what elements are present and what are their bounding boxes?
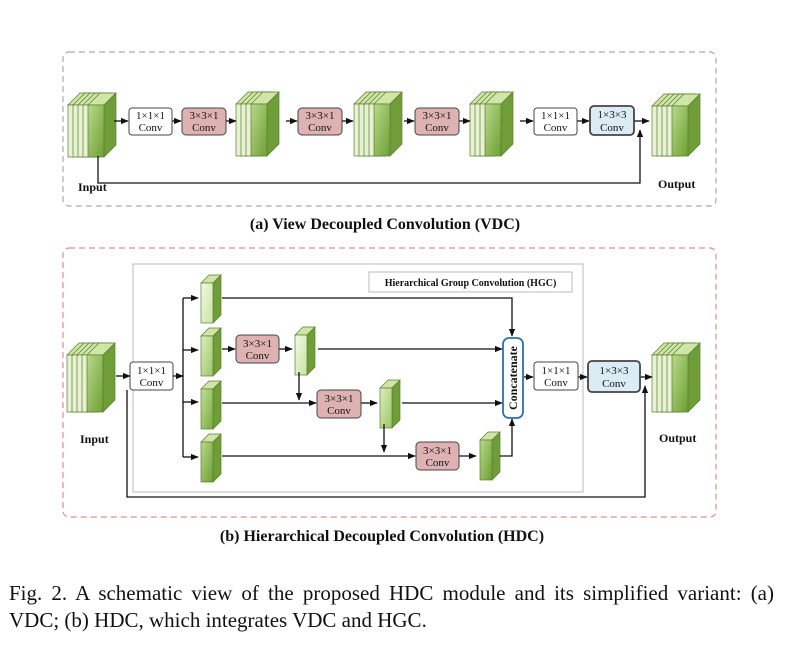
feature-map-stack (651, 93, 701, 157)
figure-caption: Fig. 2. A schematic view of the proposed… (9, 581, 774, 632)
op-kernel-label: 1×1×1 (542, 365, 571, 377)
op-type-label: Conv (192, 122, 216, 134)
panel-a-frame (62, 51, 717, 207)
op-type-label: Conv (246, 350, 270, 362)
panel-a-conv-1x1x1-b: 1×1×1 Conv (533, 107, 578, 136)
panel-a-conv-3x3x1-b: 3×3×1 Conv (297, 107, 343, 136)
op-kernel-label: 1×1×1 (541, 110, 570, 122)
feature-map-split (200, 327, 222, 377)
feature-map-stack (469, 91, 514, 157)
feature-map-output (479, 431, 501, 481)
panel-b-title: (b) Hierarchical Decoupled Convolution (… (220, 528, 544, 545)
panel-b-frame (62, 247, 717, 518)
feature-map-split (200, 380, 222, 430)
panel-b-input-label: Input (80, 432, 109, 446)
op-kernel-label: 1×3×3 (600, 365, 629, 377)
feature-map-output (379, 379, 401, 429)
panel-b-arrows (116, 294, 653, 498)
op-type-label: Conv (600, 122, 624, 134)
op-type-label: Conv (327, 405, 351, 417)
op-kernel-label: 3×3×1 (243, 338, 272, 350)
concatenate-block: Concatenate (502, 337, 524, 419)
feature-map-output (294, 326, 316, 376)
panel-b-conv-3x3x1-b: 3×3×1 Conv (316, 389, 362, 419)
op-kernel-label: 1×1×1 (136, 110, 165, 122)
panel-b-output-label: Output (659, 431, 696, 445)
feature-map-stack (66, 342, 116, 413)
panel-a-conv-3x3x1-c: 3×3×1 Conv (414, 107, 460, 136)
op-type-label: Conv (308, 122, 332, 134)
panel-b-conv-1x1x1-b: 1×1×1 Conv (533, 361, 579, 391)
feature-map-split (200, 274, 222, 324)
hgc-label: Hierarchical Group Convolution (HGC) (385, 278, 557, 289)
op-kernel-label: 3×3×1 (190, 110, 219, 122)
panel-b-conv-3x3x1-c: 3×3×1 Conv (415, 441, 460, 471)
panel-b-conv-1x3x3: 1×3×3 Conv (587, 360, 641, 393)
feature-map-split (200, 433, 222, 483)
panel-b-conv-3x3x1-a: 3×3×1 Conv (235, 334, 280, 364)
op-type-label: Conv (426, 457, 450, 469)
op-kernel-label: 1×3×3 (598, 109, 627, 121)
op-kernel-label: 3×3×1 (423, 445, 452, 457)
panel-a-feature-maps (67, 91, 701, 158)
feature-map-stack (235, 91, 280, 157)
panel-a-conv-3x3x1-a: 3×3×1 Conv (181, 107, 227, 136)
panel-a-input-label: Input (78, 180, 107, 194)
panel-a-conv-1x3x3: 1×3×3 Conv (589, 105, 635, 136)
panel-a-arrows (97, 117, 650, 184)
concatenate-label: Concatenate (506, 345, 520, 410)
op-kernel-label: 3×3×1 (325, 393, 354, 405)
op-type-label: Conv (544, 122, 568, 134)
op-kernel-label: 3×3×1 (423, 110, 452, 122)
panel-b-feature-maps (66, 274, 701, 483)
op-kernel-label: 1×1×1 (137, 365, 166, 377)
feature-map-stack (67, 92, 117, 158)
panel-a-conv-1x1x1-a: 1×1×1 Conv (128, 107, 173, 136)
op-type-label: Conv (139, 122, 163, 134)
op-type-label: Conv (602, 378, 626, 390)
op-type-label: Conv (425, 122, 449, 134)
panel-b-conv-1x1x1-a: 1×1×1 Conv (129, 361, 174, 391)
op-kernel-label: 3×3×1 (306, 110, 335, 122)
op-type-label: Conv (544, 377, 568, 389)
op-type-label: Conv (140, 377, 164, 389)
panel-a-output-label: Output (658, 177, 695, 191)
panel-a-title: (a) View Decoupled Convolution (VDC) (250, 216, 520, 233)
feature-map-stack (353, 91, 403, 157)
feature-map-stack (651, 342, 701, 413)
hgc-label-box (368, 271, 573, 293)
